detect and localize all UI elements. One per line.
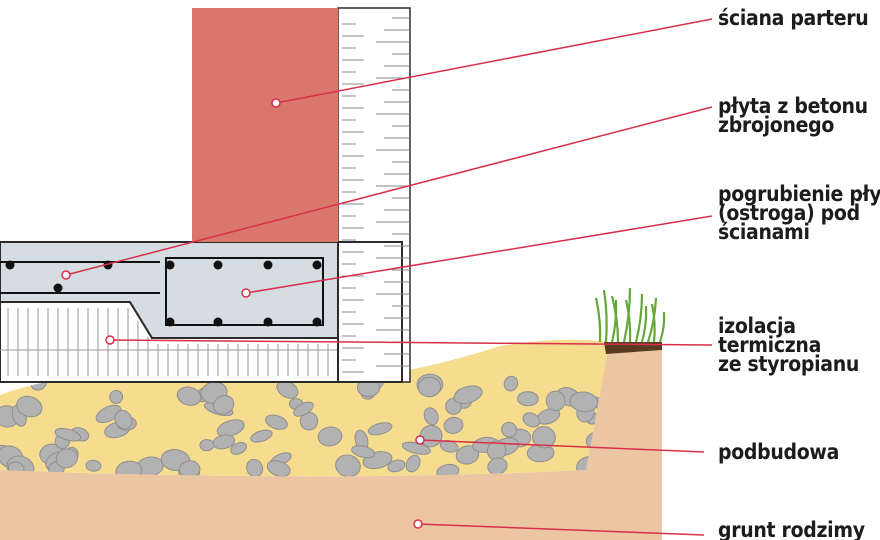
- native-soil-layer: [0, 342, 662, 540]
- stone: [299, 411, 319, 431]
- leader-line: [417, 523, 705, 536]
- thickening-rebar-cage: [165, 257, 324, 326]
- rebar-cross-sections: [5, 260, 322, 327]
- stone: [417, 376, 442, 398]
- label-line: zbrojonego: [718, 113, 835, 137]
- leader-endpoint: [415, 435, 425, 445]
- stone: [501, 421, 518, 438]
- stone: [455, 445, 480, 465]
- label-native-soil: grunt rodzimy: [718, 518, 865, 540]
- grass-blade: [658, 311, 666, 343]
- styrofoam-hatching: [0, 308, 338, 376]
- leader-line: [419, 439, 705, 453]
- stone: [351, 445, 376, 459]
- stone: [114, 409, 133, 430]
- leader-endpoint: [61, 270, 71, 280]
- stone: [213, 395, 235, 415]
- rebar-dot: [5, 260, 15, 270]
- leader-endpoint: [241, 288, 251, 298]
- stone: [517, 391, 539, 407]
- stone: [179, 460, 201, 477]
- stone: [522, 412, 541, 428]
- label-line: grunt rodzimy: [718, 518, 865, 540]
- grass-blade: [602, 289, 608, 343]
- rebar-dot: [213, 317, 223, 327]
- stone: [250, 429, 273, 443]
- rebar-dot: [165, 317, 175, 327]
- grass-tuft: [594, 287, 666, 343]
- leader-line: [245, 215, 713, 294]
- stone: [486, 440, 507, 461]
- label-reinforced-concrete-slab: płyta z betonu zbrojonego: [718, 94, 868, 137]
- label-line: podbudowa: [718, 440, 840, 464]
- stone: [266, 460, 291, 477]
- rebar-dot: [263, 317, 273, 327]
- label-line: termiczna: [718, 333, 822, 357]
- label-line: izolacja: [718, 314, 796, 338]
- label-line: (ostroga) pod: [718, 201, 860, 225]
- leader-lines: [61, 18, 713, 536]
- masonry-hatching: [342, 17, 410, 373]
- stone: [367, 422, 393, 436]
- rebar-dot: [213, 260, 223, 270]
- rebar-dot: [165, 260, 175, 270]
- leader-line: [65, 106, 713, 276]
- stone: [443, 416, 464, 434]
- stone: [335, 454, 361, 477]
- ground-floor-wall: [192, 8, 338, 242]
- label-thermal-insulation: izolacja termiczna ze styropianu: [718, 314, 860, 376]
- grass-blade: [650, 303, 656, 343]
- stone: [199, 438, 215, 452]
- stone: [532, 426, 556, 449]
- grass-blade: [610, 299, 618, 343]
- label-line: ściana parteru: [718, 6, 869, 30]
- label-ground-floor-wall: ściana parteru: [718, 6, 869, 30]
- stone: [230, 441, 247, 455]
- leader-line: [109, 339, 713, 346]
- stone: [176, 386, 202, 406]
- rebar-dot: [53, 283, 63, 293]
- leader-endpoint: [413, 519, 423, 529]
- rebar-dot: [312, 260, 322, 270]
- stone: [54, 427, 82, 442]
- rebar-dot: [263, 260, 273, 270]
- stone: [405, 454, 421, 473]
- grass-blade: [634, 293, 644, 343]
- stone: [85, 459, 102, 472]
- stone: [317, 426, 343, 447]
- stone: [453, 385, 483, 405]
- stone: [569, 391, 599, 413]
- label-line: ze styropianu: [718, 352, 860, 376]
- stone: [109, 390, 124, 404]
- stone: [265, 414, 288, 430]
- label-line: płyta z betonu: [718, 94, 868, 118]
- leader-endpoint: [271, 98, 281, 108]
- label-line: ścianami: [718, 220, 810, 244]
- rebar-dot: [312, 317, 322, 327]
- stone: [423, 407, 439, 426]
- label-subbase: podbudowa: [718, 440, 840, 464]
- leader-endpoint: [105, 335, 115, 345]
- stone: [293, 401, 314, 417]
- label-slab-thickening: pogrubienie pły (ostroga) pod ścianami: [718, 182, 880, 244]
- grass-blade: [610, 295, 620, 343]
- stone: [503, 375, 519, 392]
- grass-blade: [624, 299, 632, 343]
- grass-blade: [594, 297, 602, 343]
- leader-line: [275, 18, 713, 104]
- stone: [387, 459, 406, 473]
- stone: [55, 448, 78, 469]
- stone: [216, 419, 245, 438]
- stone: [16, 395, 43, 418]
- stone: [545, 390, 566, 412]
- label-line: pogrubienie pły: [718, 182, 880, 206]
- grass-blade: [640, 305, 648, 343]
